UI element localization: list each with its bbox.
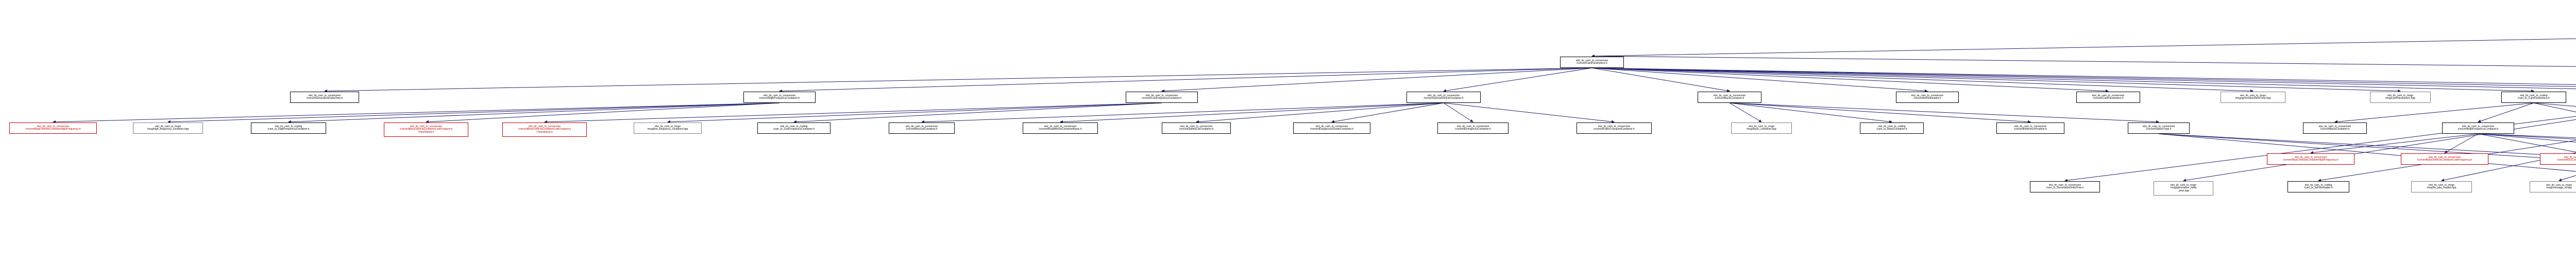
graph-edge	[1591, 67, 2576, 85]
graph-node[interactable]: etsi_its_cam_ts_conversion /convertStati…	[2128, 122, 2190, 134]
graph-node[interactable]: etsi_its_cam_ts_conversion /convertBasic…	[9, 122, 97, 134]
graph-node[interactable]: etsi_its_cam_ts_conversion /convertSpeci…	[1406, 92, 1481, 103]
graph-edge	[1591, 67, 2576, 87]
graph-edge	[1331, 102, 1444, 124]
graph-edge	[1591, 67, 2109, 93]
graph-edge	[1591, 67, 1730, 93]
graph-edge	[2310, 133, 2479, 154]
graph-edge	[921, 102, 1444, 124]
graph-edge	[2478, 133, 2576, 153]
graph-edge	[793, 102, 1162, 124]
graph-node[interactable]: etsi_its_cam_ts_conversion /convertDange…	[1293, 122, 1370, 134]
graph-edge	[544, 102, 1162, 124]
graph-edge	[426, 102, 780, 124]
graph-edge	[2478, 133, 2576, 143]
graph-edge	[1161, 67, 1592, 93]
graph-node[interactable]: etsi_its_cam_ts_conversion /convertBasic…	[2303, 122, 2367, 134]
graph-edge	[2533, 102, 2576, 107]
graph-edge	[1060, 102, 1444, 124]
graph-edge	[2183, 119, 2576, 182]
graph-edge	[1443, 102, 1473, 122]
graph-edge	[324, 67, 1592, 93]
graph-edge	[1443, 102, 1615, 124]
graph-edge	[1591, 67, 2576, 90]
graph-node[interactable]: etsi_its_cam_ts_msgs /msg/basic_containe…	[1731, 122, 1792, 134]
graph-edge	[1443, 67, 1592, 93]
graph-edge	[2158, 133, 2576, 161]
graph-node[interactable]: etsi_its_cam_ts_conversion /convertBasic…	[384, 122, 468, 137]
graph-edge	[1591, 67, 1928, 93]
graph-node[interactable]: etsi_its_cam_ts_coding /cam_ts_HighFrequ…	[251, 122, 326, 134]
graph-node[interactable]: etsi_its_cam_ts_conversion /convertHighF…	[743, 92, 816, 103]
graph-edge	[2064, 116, 2576, 182]
graph-node[interactable]: etsi_its_cam_ts_msgs /msg/message_id.hpp	[2530, 181, 2576, 192]
graph-edge	[1591, 67, 2534, 93]
graph-node[interactable]: etsi_its_cam_ts_coding /cam_ts_ItsPduHea…	[2287, 181, 2349, 192]
graph-node[interactable]: etsi_its_cam_ts_conversion /convertLowFr…	[1126, 92, 1198, 103]
graph-edge	[2558, 175, 2576, 182]
graph-node[interactable]: etsi_its_cam_ts_msgs /msg/generation_del…	[2154, 181, 2213, 196]
graph-node[interactable]: etsi_its_cam_ts_conversion /convertRoadW…	[1023, 122, 1098, 134]
graph-edge	[1591, 67, 2253, 93]
graph-edge	[2158, 133, 2576, 172]
graph-node[interactable]: etsi_its_cam_ts_conversion /convertHighF…	[2442, 122, 2514, 134]
graph-node[interactable]: etsi_its_cam_ts_conversion /convertPubli…	[1577, 122, 1652, 134]
graph-edge	[1591, 67, 2401, 93]
graph-edge	[1196, 102, 1444, 124]
graph-edge	[288, 102, 780, 124]
graph-edge	[1729, 102, 1762, 122]
graph-edge	[1729, 102, 1892, 124]
graph-edge	[1729, 102, 2031, 124]
graph-edge	[1591, 38, 2576, 58]
graph-node[interactable]: etsi_its_cam_ts_conversion /convertBasic…	[1698, 92, 1761, 103]
graph-node[interactable]: etsi_its_cam_ts_msgs /msg/high_frequency…	[133, 122, 203, 134]
graph-node[interactable]: etsi_its_cam_ts_conversion /convertGener…	[290, 92, 359, 103]
graph-node[interactable]: etsi_its_cam_ts_conversion /convertEmerg…	[1437, 122, 1509, 134]
graph-node[interactable]: etsi_its_cam_ts_conversion /convertCamPa…	[1560, 57, 1624, 68]
graph-edge	[53, 102, 780, 124]
graph-edge	[2318, 140, 2576, 182]
graph-edge	[2533, 102, 2576, 113]
graph-edge	[2441, 152, 2576, 182]
graph-node[interactable]: etsi_its_cam_ts_conversion /convertBasic…	[502, 122, 587, 137]
graph-edge	[779, 67, 1592, 93]
graph-node[interactable]: etsi_its_cam_ts_msgs /msg/its_pdu_header…	[2411, 181, 2472, 192]
graph-edge	[1591, 55, 2576, 67]
graph-node[interactable]: etsi_its_cam_ts_msgs /msg/camParameters.…	[2370, 92, 2431, 103]
graph-node[interactable]: etsi_its_cam_ts_coding /cam_ts_LowFreque…	[757, 122, 831, 134]
graph-node[interactable]: etsi_its_cam_ts_conversion /convertBasic…	[2401, 153, 2488, 165]
graph-edge	[2478, 102, 2534, 123]
graph-edge	[2478, 133, 2576, 138]
graph-edge	[167, 102, 780, 124]
graph-edge	[1729, 102, 2159, 124]
graph-node[interactable]: etsi_its_cam_ts_conversion /convertRescu…	[889, 122, 955, 134]
graph-edge	[667, 102, 1162, 124]
graph-edge	[2334, 102, 2534, 124]
graph-node[interactable]: etsi_its_cam_ts_conversion /convertRSUCo…	[2540, 153, 2576, 165]
graph-edge	[2444, 133, 2479, 153]
graph-edge	[2158, 133, 2576, 157]
graph-node[interactable]: etsi_its_cam_ts_conversion /convertRefer…	[1996, 122, 2064, 134]
graph-node[interactable]: etsi_its_cam_ts_conversion /convertBasic…	[2267, 153, 2354, 165]
graph-node[interactable]: etsi_its_cam_ts_msgs /msg/low_frequency_…	[634, 122, 702, 134]
graph-node[interactable]: etsi_its_cam_ts_msgs /msg/generationDelt…	[2221, 92, 2285, 103]
graph-node[interactable]: etsi_its_cam_ts_conversion /convertCamPa…	[2076, 92, 2140, 103]
graph-node[interactable]: etsi_its_cam_ts_coding /cam_ts_BasicCont…	[1860, 122, 1924, 134]
graph-node[interactable]: etsi_its_cam_ts_coding /cam_ts_CamParame…	[2501, 92, 2566, 103]
graph-edge	[2478, 133, 2576, 139]
graph-node[interactable]: etsi_its_cam_ts_conversion /cam_ts_Gener…	[2030, 181, 2100, 192]
graph-node[interactable]: etsi_its_cam_ts_conversion /convertItsPd…	[1896, 92, 1959, 103]
graph-node[interactable]: etsi_its_cam_ts_conversion /convertSafet…	[1162, 122, 1231, 134]
